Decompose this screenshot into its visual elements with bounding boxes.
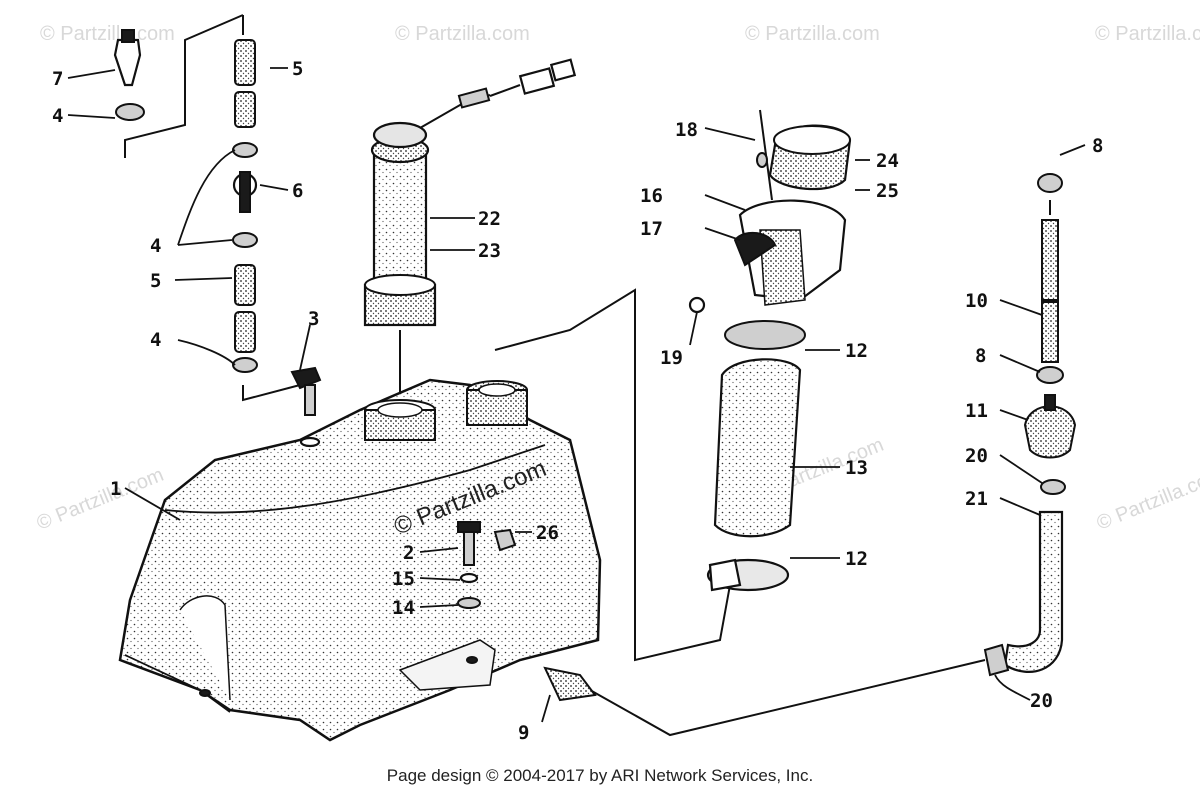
callout-18: 18	[675, 119, 698, 141]
hardware	[457, 521, 597, 702]
callout-20: 20	[1030, 690, 1053, 712]
callout-22: 22	[478, 208, 501, 230]
callout-4: 4	[150, 235, 161, 257]
watermark: © Partzilla.com	[1094, 464, 1200, 535]
callout-19: 19	[660, 347, 683, 369]
callout-23: 23	[478, 240, 501, 262]
callout-17: 17	[640, 218, 663, 240]
watermark: © Partzilla.com	[745, 23, 880, 45]
watermark: © Partzilla.com	[40, 23, 175, 45]
watermark: © Partzilla.com	[1095, 23, 1200, 45]
callout-20: 20	[965, 445, 988, 467]
callout-9: 9	[518, 722, 529, 744]
callout-8: 8	[975, 345, 986, 367]
vent-line-assembly	[983, 173, 1077, 677]
leader-lines	[67, 67, 1086, 723]
callout-11: 11	[965, 400, 988, 422]
callout-10: 10	[965, 290, 988, 312]
callout-labels: 7 4 5 6 4 5 4 3 22 23 1 2 15 14 26 9 18 …	[52, 58, 1103, 744]
callout-4: 4	[52, 105, 63, 127]
callout-15: 15	[392, 568, 415, 590]
callout-6: 6	[292, 180, 303, 202]
fuel-gauge-sender	[363, 58, 577, 327]
callout-7: 7	[52, 68, 63, 90]
callout-12: 12	[845, 548, 868, 570]
callout-14: 14	[392, 597, 415, 619]
callout-25: 25	[876, 180, 899, 202]
filler-neck-assembly	[688, 109, 852, 592]
callout-1: 1	[110, 478, 121, 500]
callout-13: 13	[845, 457, 868, 479]
callout-5: 5	[292, 58, 303, 80]
fuel-line-assembly	[113, 29, 322, 416]
callout-3: 3	[308, 308, 319, 330]
callout-5: 5	[150, 270, 161, 292]
callout-4: 4	[150, 329, 161, 351]
page-footer: Page design © 2004-2017 by ARI Network S…	[386, 766, 814, 785]
callout-24: 24	[876, 150, 899, 172]
callout-21: 21	[965, 488, 988, 510]
fuel-tank	[118, 378, 602, 742]
watermark: © Partzilla.com	[395, 23, 530, 45]
callout-26: 26	[536, 522, 559, 544]
callout-16: 16	[640, 185, 663, 207]
callout-12: 12	[845, 340, 868, 362]
callout-2: 2	[403, 542, 414, 564]
callout-8: 8	[1092, 135, 1103, 157]
watermark: © Partzilla.com	[34, 464, 167, 535]
connector-lines	[124, 14, 1051, 737]
